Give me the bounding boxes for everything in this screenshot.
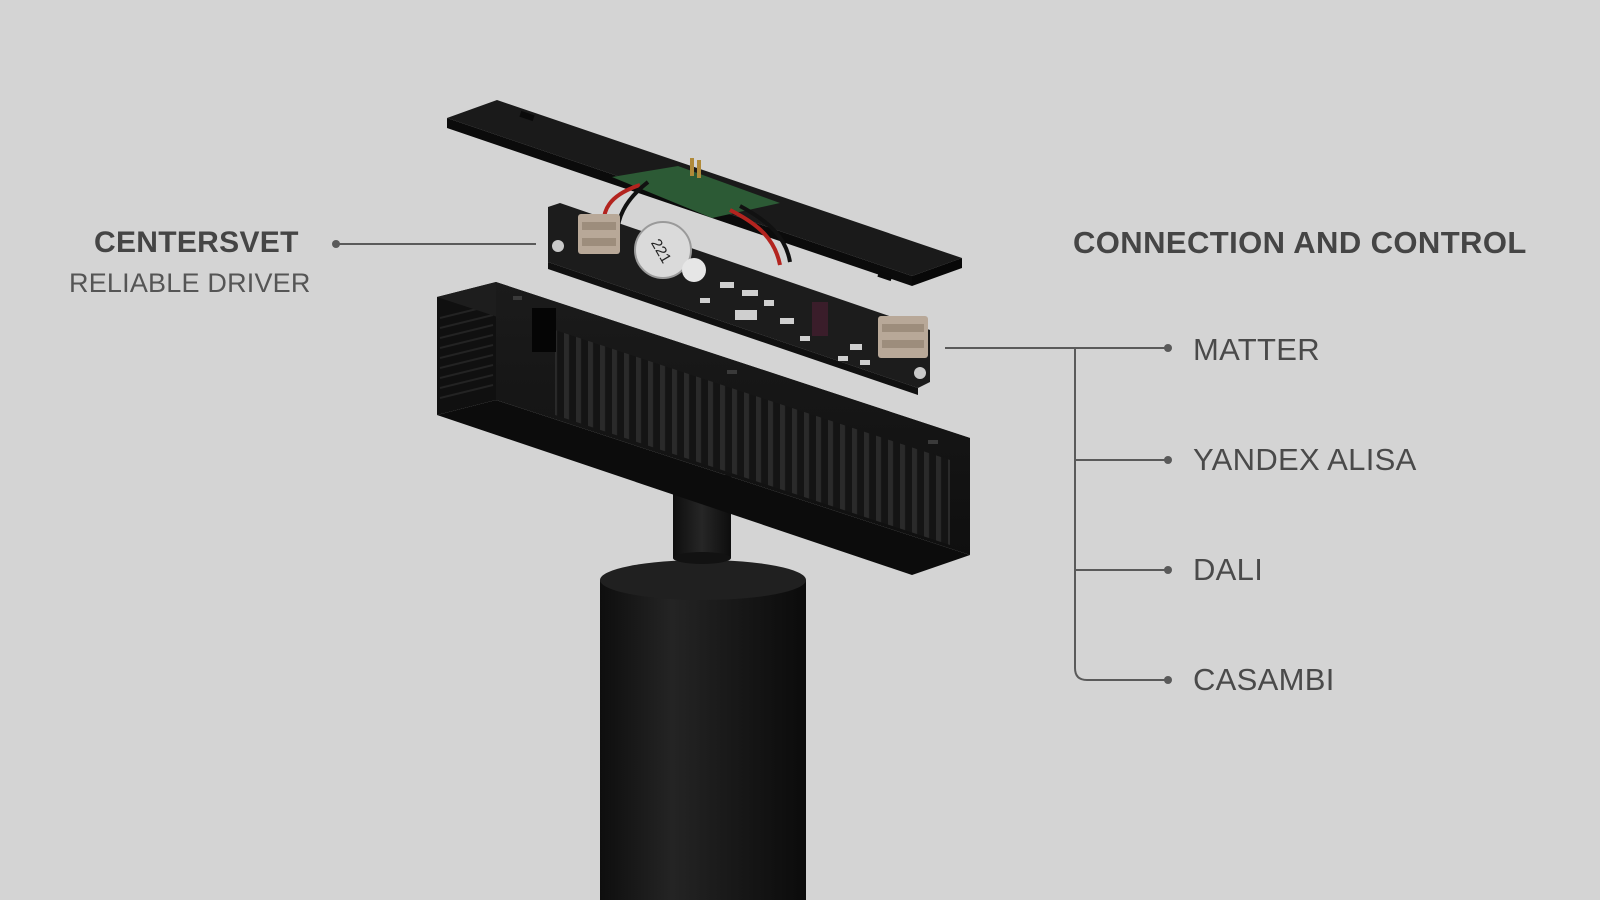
leader-dot-icon (332, 240, 340, 248)
driver-subtitle: RELIABLE DRIVER (69, 268, 311, 298)
leader-dot-icon (1164, 456, 1172, 464)
lamp-cylinder (600, 560, 806, 900)
control-option-yandex-alisa: YANDEX ALISA (1193, 442, 1417, 477)
brand-leader-line (332, 240, 536, 248)
control-option-matter: MATTER (1193, 332, 1320, 367)
leader-dot-icon (1164, 566, 1172, 574)
branch-connector-icon (945, 347, 1168, 681)
track-adapter-housing (437, 282, 970, 575)
driver-pcb: 221 (548, 158, 930, 395)
leader-dot-icon (1164, 344, 1172, 352)
connection-control-heading: CONNECTION AND CONTROL (1073, 225, 1527, 260)
control-option-dali: DALI (1193, 552, 1264, 587)
control-option-casambi: CASAMBI (1193, 662, 1335, 697)
driver-brand-title: CENTERSVET (94, 226, 299, 259)
leader-dot-icon (1164, 676, 1172, 684)
